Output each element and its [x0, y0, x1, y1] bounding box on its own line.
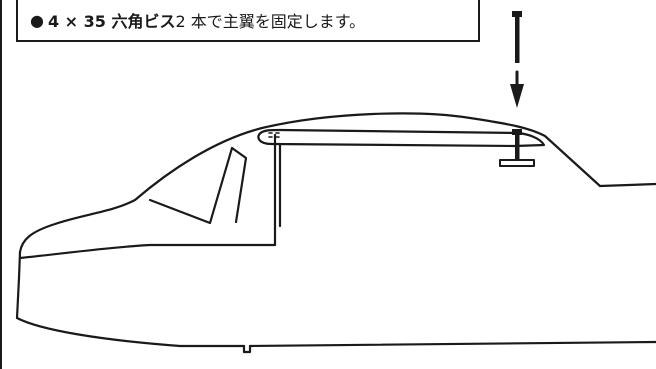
windshield-frame — [148, 146, 234, 225]
fuselage-nose-lower — [15, 250, 246, 348]
hex-screw-icon — [512, 11, 522, 63]
instruction-callout: ● 4 × 35 六角ビス 2 本で主翼を固定します。 — [16, 0, 480, 42]
canopy-rear-frame — [230, 146, 248, 224]
screw-spec-label: 4 × 35 六角ビス — [47, 12, 176, 31]
instruction-text: 2 本で主翼を固定します。 — [175, 12, 366, 31]
hatch-latch — [268, 132, 280, 138]
fuselage-bottom-line — [248, 340, 656, 348]
cockpit-bulkhead — [273, 133, 282, 247]
page-frame-border — [0, 0, 2, 369]
bullet-icon: ● — [30, 10, 44, 30]
installed-screw — [499, 129, 535, 167]
down-arrow-icon — [510, 70, 524, 108]
nose-chine-line — [18, 243, 277, 260]
fuselage-top-outline — [18, 112, 656, 254]
wing-hatch — [257, 128, 546, 148]
fuselage-bottom-notch — [242, 344, 252, 354]
